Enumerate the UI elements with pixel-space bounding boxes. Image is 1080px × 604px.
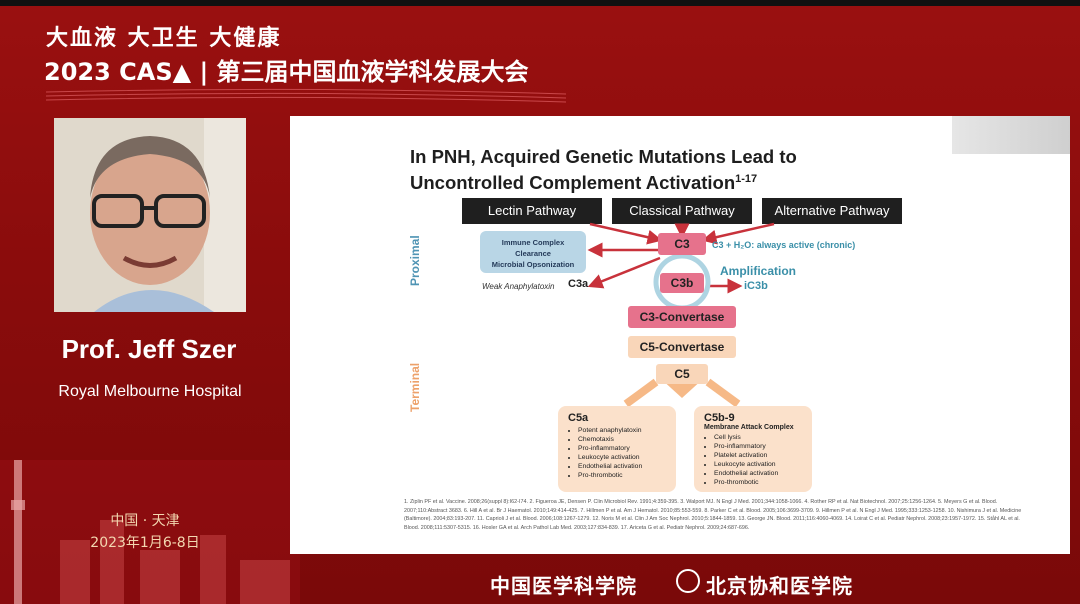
c3a-label: C3a: [568, 278, 589, 290]
header-decoration: [46, 88, 566, 103]
list-item: Potent anaphylatoxin: [578, 426, 666, 435]
c5b9-card: C5b-9 Membrane Attack Complex Cell lysis…: [694, 406, 812, 492]
event-location: 中国 · 天津: [110, 513, 180, 529]
header-title: 2023 CAS▲ | 第三届中国血液学科发展大会: [44, 58, 529, 86]
c5b9-subtitle: Membrane Attack Complex: [704, 424, 794, 431]
c5-box: C5: [656, 364, 708, 384]
immune-clearance-box: Immune Complex Clearance Microbial Opson…: [480, 231, 586, 273]
speaker-name: Prof. Jeff Szer: [61, 334, 237, 364]
c3-box: C3: [658, 233, 706, 255]
list-item: Leukocyte activation: [714, 460, 802, 469]
c3-h2o-note: C3 + H₂O: always active (chronic): [712, 240, 856, 250]
event-dates: 2023年1月6-8日: [90, 535, 200, 551]
list-item: Chemotaxis: [578, 435, 666, 444]
seal-icon: [676, 569, 700, 593]
list-item: Pro-thrombotic: [714, 478, 802, 487]
terminal-label: Terminal: [408, 362, 422, 412]
list-item: Endothelial activation: [578, 462, 666, 471]
footer-org-right: 北京协和医学院: [706, 574, 853, 598]
list-item: Cell lysis: [714, 433, 802, 442]
slide-title-line2: Uncontrolled Complement Activation: [410, 172, 736, 194]
presentation-slide: In PNH, Acquired Genetic Mutations Lead …: [290, 116, 1070, 554]
list-item: Endothelial activation: [714, 469, 802, 478]
list-item: Platelet activation: [714, 451, 802, 460]
speaker-photo: [54, 118, 246, 312]
slide-references: 1. Ziplin PF et al. Vaccine. 2008;26(sup…: [404, 499, 1022, 531]
list-item: Leukocyte activation: [578, 453, 666, 462]
speaker-affiliation: Royal Melbourne Hospital: [58, 383, 242, 400]
c5b9-effects-list: Cell lysis Pro-inflammatory Platelet act…: [704, 433, 802, 487]
diagram-arrows: [587, 222, 775, 408]
c5b9-title: C5b-9: [704, 412, 735, 424]
header-slogan: 大血液 大卫生 大健康: [46, 25, 282, 51]
amplification-label: Amplification: [720, 264, 797, 278]
city-skyline-illustration: [0, 460, 300, 604]
lectin-pathway-box: Lectin Pathway: [462, 198, 602, 224]
slide-title-line1: In PNH, Acquired Genetic Mutations Lead …: [410, 146, 797, 167]
list-item: Pro-thrombotic: [578, 471, 666, 480]
c5a-card: C5a Potent anaphylatoxin Chemotaxis Pro-…: [558, 406, 676, 492]
classical-pathway-box: Classical Pathway: [612, 198, 752, 224]
list-item: Pro-inflammatory: [714, 442, 802, 451]
top-bar: [0, 0, 1080, 6]
footer-org-left: 中国医学科学院: [490, 574, 637, 598]
proximal-label: Proximal: [408, 235, 422, 286]
slide-title-refs: 1-17: [735, 173, 758, 185]
blue-box-line1: Immune Complex: [501, 238, 565, 247]
blue-box-line3: Microbial Opsonization: [491, 260, 575, 269]
blue-box-line2: Clearance: [515, 249, 551, 258]
list-item: Pro-inflammatory: [578, 444, 666, 453]
ic3b-label: iC3b: [744, 280, 768, 292]
alternative-pathway-box: Alternative Pathway: [762, 198, 902, 224]
weak-anaphylatoxin-label: Weak Anaphylatoxin: [482, 282, 555, 291]
c5a-title: C5a: [568, 412, 589, 424]
presenter-thumbnail: [952, 116, 1070, 154]
c3-convertase-box: C3-Convertase: [628, 306, 736, 328]
slide-title: In PNH, Acquired Genetic Mutations Lead …: [410, 146, 930, 194]
c5a-effects-list: Potent anaphylatoxin Chemotaxis Pro-infl…: [568, 426, 666, 480]
c5-convertase-box: C5-Convertase: [628, 336, 736, 358]
c3b-box: C3b: [660, 273, 704, 293]
